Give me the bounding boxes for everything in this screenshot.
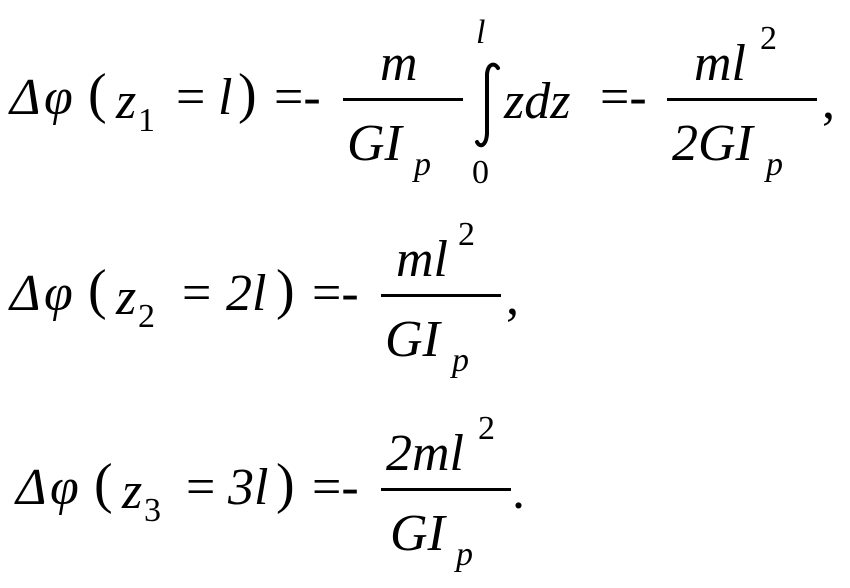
relation-equals-minus: =- [312,459,359,516]
fraction-denominator: GI [347,115,402,172]
open-paren: ( [94,453,113,515]
delta-symbol: Δ [16,459,47,516]
phi-symbol: φ [44,265,73,322]
numerator-superscript: 2 [458,216,475,253]
numerator-superscript: 2 [478,410,495,447]
fraction-numerator: ml [396,231,448,288]
phi-symbol: φ [50,459,79,516]
delta-symbol: Δ [10,265,41,322]
variable-z: z [116,269,137,326]
argument: l [218,69,233,126]
close-paren: ) [238,63,257,125]
delta-symbol: Δ [10,69,41,126]
fraction-bar [343,98,463,101]
integrand: zdz [504,73,571,130]
fraction-bar [381,488,511,491]
variable-z: z [116,73,137,130]
close-paren: ) [276,259,295,321]
open-paren: ( [88,63,107,125]
trailing-punctuation: . [512,463,525,520]
phi-symbol: φ [44,69,73,126]
integral-lower-limit: 0 [472,154,489,191]
subscript: 1 [138,102,155,139]
subscript: 3 [144,492,161,529]
variable-z: z [122,463,143,520]
denominator-subscript: p [414,146,431,183]
argument: 3l [228,459,269,516]
equals-sign: = [176,69,206,126]
fraction-denominator: GI [385,311,440,368]
fraction-denominator: 2GI [672,115,753,172]
fraction-bar [667,98,817,101]
open-paren: ( [88,259,107,321]
relation-equals-minus: =- [312,265,359,322]
fraction-numerator: 2ml [386,425,464,482]
fraction-denominator: GI [390,505,445,562]
fraction-numerator: m [380,35,418,92]
fraction-numerator: ml [694,35,746,92]
integral-upper-limit: l [476,14,486,51]
close-paren: ) [276,453,295,515]
relation-equals-minus: =- [600,69,647,126]
fraction-bar [381,294,501,297]
equals-sign: = [182,265,212,322]
argument: 2l [226,265,267,322]
subscript: 2 [138,298,155,335]
trailing-punctuation: , [822,73,835,130]
equals-sign: = [186,459,216,516]
relation-equals-minus: =- [274,69,321,126]
denominator-subscript: p [452,342,469,379]
integral-sign [475,62,500,148]
denominator-subscript: p [456,536,473,573]
trailing-punctuation: , [506,269,519,326]
numerator-superscript: 2 [760,20,777,57]
denominator-subscript: p [766,146,783,183]
